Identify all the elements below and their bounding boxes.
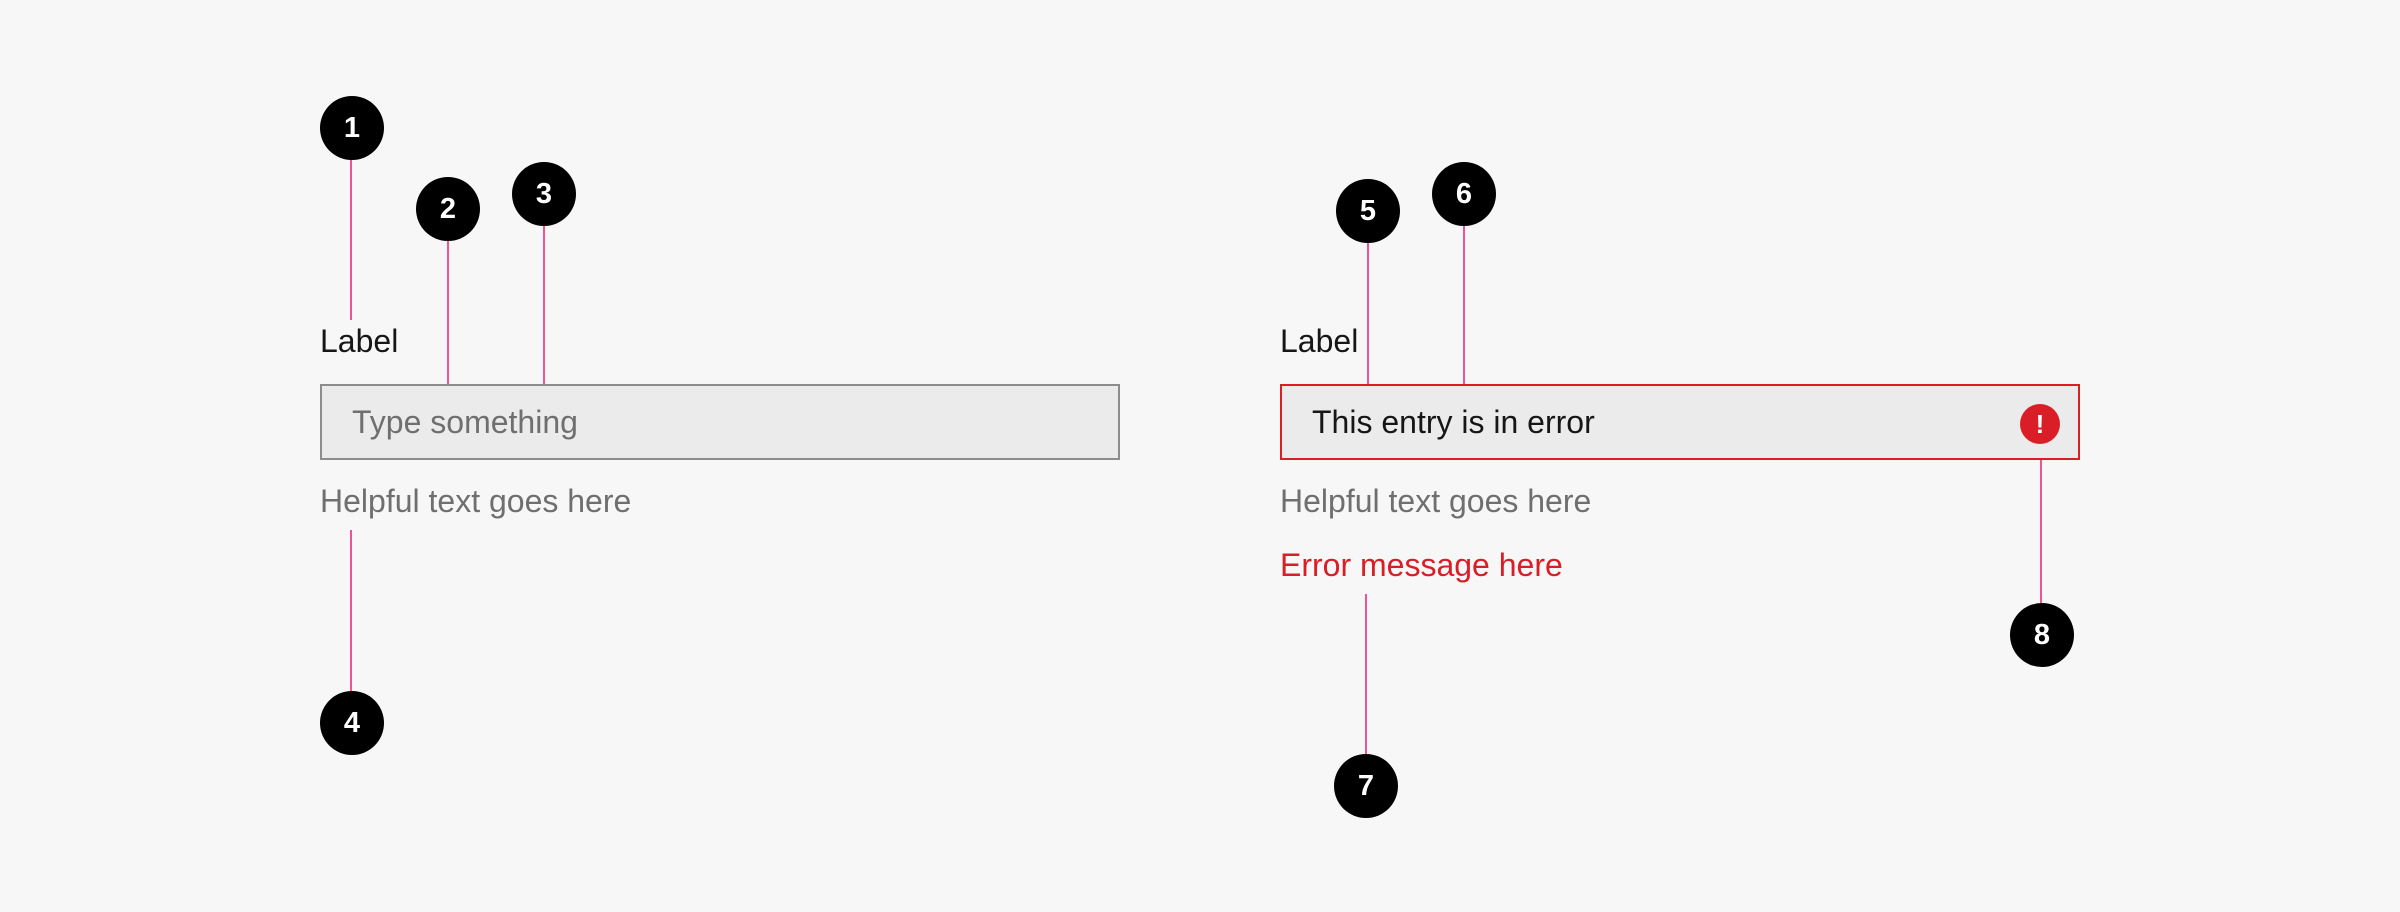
leader-line-2 [447,230,449,402]
error-input-value: This entry is in error [1312,403,1595,440]
callout-7: 7 [1334,754,1398,818]
callout-3: 3 [512,162,576,226]
leader-line-6 [1463,220,1465,385]
error-text-input[interactable]: This entry is in error [1280,384,2080,460]
callout-2: 2 [416,177,480,241]
error-message: Error message here [1280,547,1563,583]
error-field-helper-text: Helpful text goes here [1280,483,1592,519]
normal-input-placeholder: Type something [352,403,578,440]
normal-text-input[interactable]: Type something [320,384,1120,460]
callout-8: 8 [2010,603,2074,667]
warning-filled-icon: ! [2020,404,2060,444]
leader-line-7 [1365,594,1367,754]
leader-line-5 [1367,230,1369,402]
callout-5: 5 [1336,179,1400,243]
leader-line-8 [2040,445,2042,605]
leader-line-3 [543,220,545,385]
callout-1: 1 [320,96,384,160]
callout-4: 4 [320,691,384,755]
leader-line-1 [350,150,352,320]
normal-field-helper-text: Helpful text goes here [320,483,632,519]
callout-6: 6 [1432,162,1496,226]
error-field-label: Label [1280,323,1359,359]
leader-line-4 [350,530,352,692]
normal-field-label: Label [320,323,399,359]
